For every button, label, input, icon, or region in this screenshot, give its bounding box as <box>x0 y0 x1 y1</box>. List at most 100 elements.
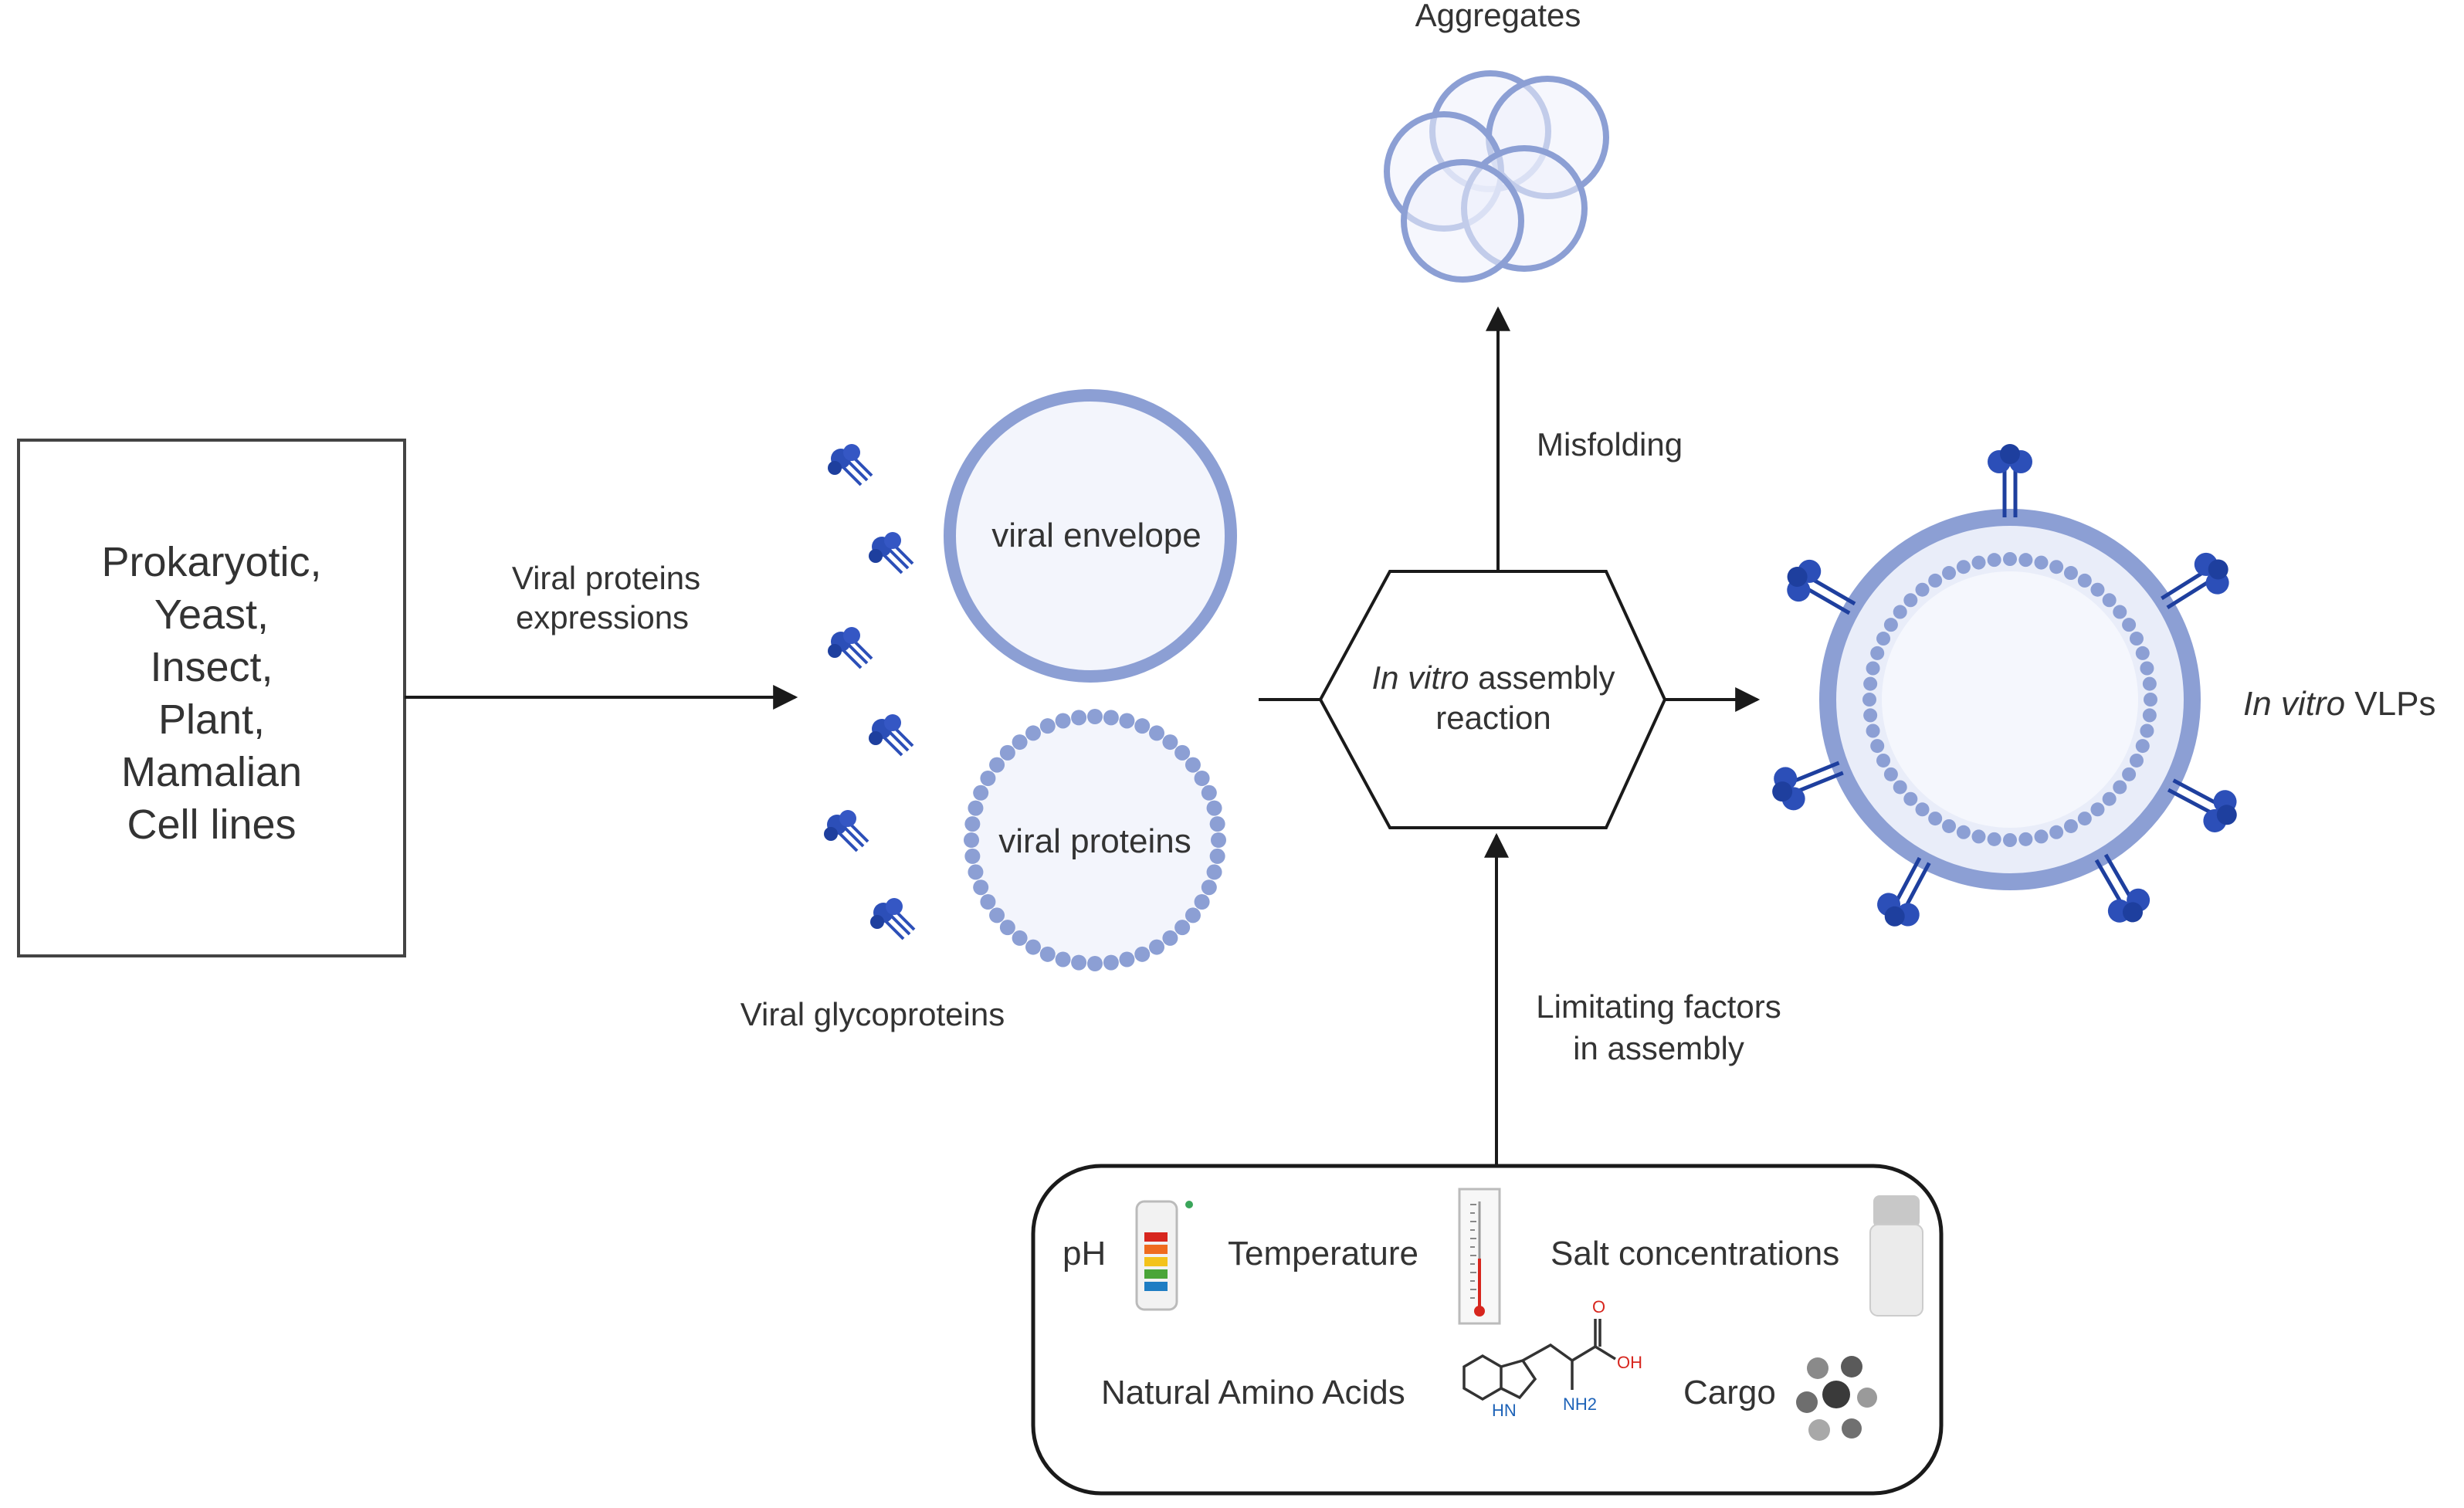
protein-bead <box>1103 710 1119 726</box>
protein-bead <box>1185 757 1201 773</box>
protein-bead <box>1119 951 1135 967</box>
protein-bead <box>1876 753 1891 768</box>
protein-bead <box>1149 939 1164 955</box>
protein-bead <box>989 757 1005 773</box>
factors-box <box>1031 1164 1944 1496</box>
cargo-particle <box>1822 1381 1850 1408</box>
glycoprotein-icon <box>826 625 873 669</box>
thermometer-ticks <box>1470 1204 1476 1299</box>
protein-bead <box>1071 954 1087 971</box>
protein-bead <box>1039 718 1056 734</box>
protein-bead <box>964 848 981 864</box>
protein-bead <box>1194 771 1210 786</box>
ph-band <box>1144 1232 1168 1242</box>
protein-bead <box>2142 708 2157 723</box>
cargo-particle <box>1808 1419 1830 1441</box>
protein-bead <box>2049 825 2064 839</box>
protein-bead <box>2122 618 2137 632</box>
protein-bead <box>1039 946 1056 962</box>
glycoprotein-icons <box>822 442 916 940</box>
protein-bead <box>1194 894 1210 910</box>
protein-bead <box>1119 713 1135 729</box>
protein-bead <box>1971 555 1986 570</box>
protein-bead <box>980 771 996 786</box>
molecule-oh: OH <box>1617 1353 1642 1372</box>
hydroxyl-bond <box>1595 1345 1616 1361</box>
thermometer-icon <box>1458 1188 1501 1325</box>
salt-shaker-icon <box>1869 1195 1923 1317</box>
expression-line-2: expressions <box>516 599 689 635</box>
viral-proteins-label: viral proteins <box>998 822 1191 860</box>
molecule-hn: HN <box>1492 1401 1517 1420</box>
cargo-particle <box>1841 1356 1862 1378</box>
protein-bead <box>1211 832 1226 848</box>
protein-bead <box>1071 710 1087 726</box>
shaker-cap <box>1873 1195 1920 1228</box>
thermometer-bulb <box>1474 1306 1485 1317</box>
protein-bead <box>2129 753 2144 768</box>
protein-bead <box>2018 553 2033 568</box>
protein-bead <box>1162 734 1178 751</box>
viral-proteins-beads <box>964 709 1226 971</box>
protein-bead <box>1012 734 1028 751</box>
limiting-line-2: in assembly <box>1573 1030 1744 1066</box>
protein-bead <box>2102 791 2117 806</box>
source-line-2: Yeast, <box>154 591 269 638</box>
protein-bead <box>1987 832 2001 846</box>
protein-bead <box>1209 848 1225 864</box>
vlp-rest: VLPs <box>2345 685 2435 723</box>
protein-bead <box>1012 930 1028 946</box>
vlp-beads <box>1862 552 2157 847</box>
viral-envelope-label: viral envelope <box>991 517 1201 554</box>
protein-bead <box>2140 661 2154 676</box>
protein-bead <box>2034 555 2049 570</box>
ph-label: pH <box>1063 1235 1106 1272</box>
protein-bead <box>1987 553 2001 568</box>
vlp-core <box>1882 571 2138 828</box>
source-line-3: Insect, <box>150 644 273 690</box>
protein-bead <box>2003 552 2017 566</box>
protein-bead <box>1942 566 1957 581</box>
protein-bead <box>1025 725 1041 741</box>
vlp-italic: In vitro <box>2243 685 2345 723</box>
pyrrole-ring <box>1500 1358 1537 1400</box>
glycoprotein-icon <box>869 896 916 940</box>
protein-bead <box>1866 724 1880 738</box>
ph-band <box>1144 1245 1168 1254</box>
protein-bead <box>2102 593 2117 608</box>
source-line-1: Prokaryotic, <box>101 539 321 585</box>
ph-strip-icon <box>1135 1200 1193 1311</box>
protein-bead <box>968 864 984 880</box>
protein-bead <box>1866 661 1880 676</box>
protein-bead <box>999 744 1015 761</box>
protein-bead <box>1956 825 1971 839</box>
protein-bead <box>2003 833 2017 847</box>
reaction-italic: In vitro <box>1371 659 1469 696</box>
protein-bead <box>2034 829 2049 844</box>
protein-bead <box>2063 566 2078 581</box>
reaction-line-2: reaction <box>1435 700 1551 736</box>
protein-bead <box>1915 582 1930 597</box>
vlp-spike-icon <box>1988 444 2032 517</box>
ph-strip-body <box>1135 1200 1178 1311</box>
protein-bead <box>1201 879 1217 896</box>
ph-band <box>1144 1269 1168 1279</box>
protein-bead <box>1206 800 1222 816</box>
source-box <box>17 439 406 957</box>
protein-bead <box>1206 864 1222 880</box>
source-line-6: Cell lines <box>127 801 296 848</box>
protein-bead <box>1174 744 1191 761</box>
protein-bead <box>1903 593 1918 608</box>
protein-bead <box>973 784 989 801</box>
protein-bead <box>2090 802 2105 817</box>
protein-bead <box>1149 725 1164 741</box>
protein-bead <box>1928 573 1943 588</box>
salt-label: Salt concentrations <box>1551 1235 1839 1272</box>
ph-band <box>1144 1257 1168 1266</box>
viral-envelope-icon <box>944 389 1237 683</box>
protein-bead <box>2144 693 2157 707</box>
protein-bead <box>2090 582 2105 597</box>
protein-bead <box>1209 816 1225 832</box>
protein-bead <box>1087 956 1103 971</box>
protein-bead <box>1201 784 1217 801</box>
